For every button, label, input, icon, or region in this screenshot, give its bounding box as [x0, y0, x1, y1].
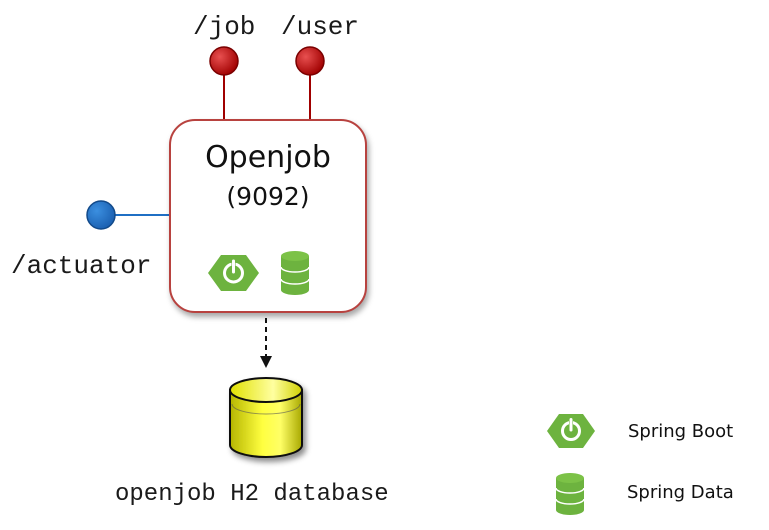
legend-spring-data-icon: [555, 473, 585, 515]
spring-data-icon: [280, 251, 310, 295]
user-endpoint-dot: [295, 46, 325, 76]
legend-spring-boot-icon: [547, 414, 595, 448]
openjob-service-box: [169, 119, 367, 313]
service-name: Openjob: [205, 140, 331, 175]
legend-spring-boot-label: Spring Boot: [628, 421, 734, 442]
h2-database-icon: [229, 377, 303, 458]
actuator-endpoint-dot: [86, 200, 116, 230]
legend-spring-data-label: Spring Data: [627, 482, 734, 503]
actuator-endpoint-label: /actuator: [11, 251, 152, 281]
job-endpoint-label: /job: [193, 12, 256, 42]
service-port: (9092): [226, 182, 310, 211]
spring-boot-icon: [208, 255, 259, 291]
database-label: openjob H2 database: [115, 481, 389, 508]
db-dependency-arrowhead: [260, 356, 272, 368]
user-endpoint-label: /user: [281, 12, 360, 42]
job-endpoint-dot: [209, 46, 239, 76]
